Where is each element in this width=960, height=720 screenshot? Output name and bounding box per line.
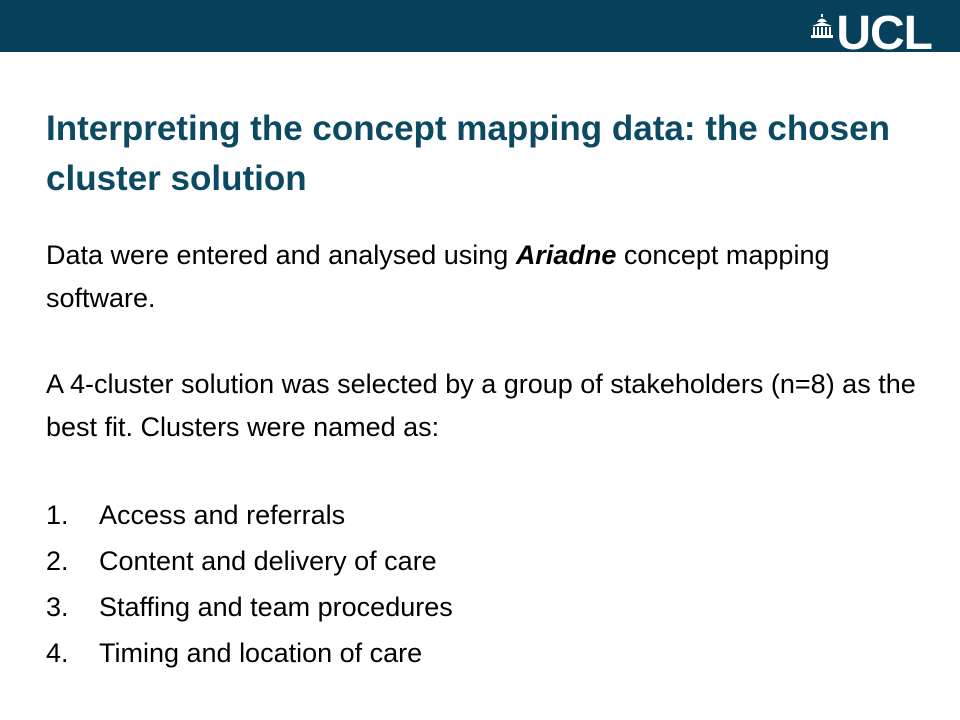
ucl-logo: UCL [811, 14, 932, 54]
list-item-label: Access and referrals [99, 500, 346, 530]
intro-paragraph: Data were entered and analysed using Ari… [46, 234, 926, 320]
paragraph-spacer [46, 449, 926, 492]
cluster-list: 1. Access and referrals 2. Content and d… [46, 492, 926, 676]
list-item-label: Timing and location of care [99, 638, 423, 668]
list-item-label: Content and delivery of care [99, 546, 437, 576]
slide-title: Interpreting the concept mapping data: t… [46, 109, 890, 198]
list-item: 3. Staffing and team procedures [46, 584, 926, 630]
list-item-number: 1. [46, 500, 69, 530]
ucl-logo-text: UCL [836, 14, 932, 54]
header-bar: UCL [0, 0, 960, 54]
list-item-number: 2. [46, 546, 69, 576]
intro-text-end: concept mapping software. [46, 240, 830, 313]
intro-text-start: Data were entered and analysed using [46, 240, 516, 270]
list-item-label: Staffing and team procedures [99, 592, 453, 622]
ucl-portico-icon [811, 14, 834, 38]
list-item: 2. Content and delivery of care [46, 538, 926, 584]
list-item: 1. Access and referrals [46, 492, 926, 538]
list-item-number: 3. [46, 592, 69, 622]
list-item: 4. Timing and location of care [46, 630, 926, 676]
software-name: Ariadne [515, 240, 617, 270]
paragraph-spacer [46, 320, 926, 363]
cluster-solution-paragraph: A 4-cluster solution was selected by a g… [46, 369, 916, 442]
list-item-number: 4. [46, 638, 69, 668]
slide-content: Data were entered and analysed using Ari… [46, 234, 926, 676]
